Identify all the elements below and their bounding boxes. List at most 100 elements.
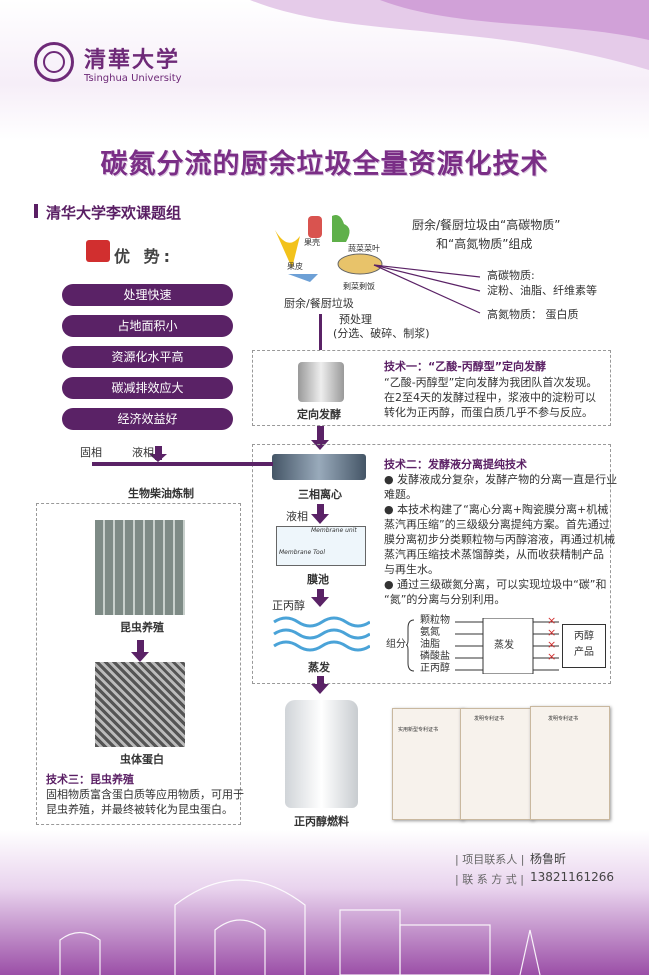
tech2-title: 技术二：发酵液分离提纯技术 [384, 458, 527, 471]
arrow-shaft [317, 589, 324, 597]
logo-english: Tsinghua University [84, 73, 182, 84]
cross-icon: × [547, 650, 557, 663]
waste-label-shell: 果壳 [304, 238, 320, 247]
advantages-label: 优 势: [114, 247, 174, 266]
evaporation-caption: 蒸发 [308, 661, 330, 674]
membrane-tool-label: Membrane Tool [279, 549, 325, 556]
tech3-line: 昆虫养殖，并最终被转化为昆虫蛋白。 [46, 803, 233, 816]
insect-farm-photo [95, 520, 185, 615]
tech3-box [36, 503, 241, 825]
logo-chinese: 清華大学 [84, 47, 181, 73]
component-item: 颗粒物 [420, 615, 450, 626]
contact-info-label: | 联 系 方 式 | [455, 873, 524, 886]
header-background [0, 0, 649, 140]
tech2-box [252, 444, 611, 684]
patent-title: 实用新型专利证书 [398, 727, 439, 733]
thumbs-up-icon [86, 240, 110, 262]
waste-description-line1: 厨余/餐厨垃圾由“高碳物质” [412, 218, 561, 232]
waste-caption: 厨余/餐厨垃圾 [284, 297, 354, 310]
group-bar-decoration [34, 204, 38, 218]
tech2-line: ● 发酵液成分复杂，发酵产物的分离一直是行业 [384, 473, 618, 486]
arrow-shaft [317, 676, 324, 684]
solid-phase-line [92, 462, 273, 466]
contact-person-label: | 项目联系人 | [455, 853, 525, 866]
tsinghua-seal-icon [34, 42, 74, 82]
tech3-title: 技术三：昆虫养殖 [46, 773, 134, 786]
larvae-photo [95, 662, 185, 747]
contact-info-value: 13821161266 [530, 870, 614, 884]
component-item: 磷酸盐 [420, 651, 450, 662]
tech1-box [252, 350, 611, 426]
advantage-item: 资源化水平高 [62, 346, 233, 368]
membrane-tank-icon [276, 526, 366, 566]
tech3-line: 固相物质富含蛋白质等应用物质，可用于 [46, 788, 244, 801]
propanol-label: 正丙醇 [272, 599, 305, 612]
diagram-group-label: 组分 [386, 639, 406, 650]
pretreat-label: 预处理 [339, 313, 372, 326]
page-title: 碳氮分流的厨余垃圾全量资源化技术 [100, 149, 549, 180]
diagram-lines [455, 618, 559, 674]
research-group: 清华大学李欢课题组 [46, 204, 182, 222]
arrow-shaft [137, 640, 144, 652]
advantage-item: 碳减排效应大 [62, 377, 233, 399]
waste-description-line2: 和“高氮物质”组成 [436, 237, 533, 251]
high-carbon-items: 淀粉、油脂、纤维素等 [487, 284, 597, 297]
tech2-line: ● 通过三级碳氮分离，可以实现垃圾中“碳”和 [384, 578, 607, 591]
footer-background [0, 830, 649, 976]
component-item: 氨氮 [420, 627, 440, 638]
biodiesel-label: 生物柴油炼制 [128, 487, 194, 500]
high-carbon-title: 高碳物质: [487, 269, 535, 282]
tech1-title: 技术一：“乙酸-丙醇型”定向发酵 [384, 360, 547, 373]
tech2-line: 难题。 [384, 488, 417, 501]
tech1-line: 转化为正丙醇，而蛋白质几乎不参与反应。 [384, 406, 593, 419]
high-nitrogen: 高氮物质： 蛋白质 [487, 308, 579, 321]
kitchen-waste-illustration [270, 212, 390, 290]
arrow-down-icon [131, 652, 149, 662]
cross-icon: × [547, 626, 557, 639]
arrow-shaft [155, 446, 162, 460]
propanol-fuel-bottle [285, 700, 358, 808]
advantage-item: 占地面积小 [62, 315, 233, 337]
tech2-line: 膜分离初步分类颗粒物与丙醇溶液，再通过机械 [384, 533, 615, 546]
centrifuge-caption: 三相离心 [298, 488, 342, 501]
patent-title: 发明专利证书 [548, 716, 579, 722]
tech2-line: 蒸汽再压缩”的三级级分离提纯方案。首先通过 [384, 518, 610, 531]
component-item: 油脂 [420, 639, 440, 650]
arrow-down-icon [311, 440, 329, 450]
pretreat-detail: (分选、破碎、制浆) [333, 327, 430, 340]
fermenter-icon [298, 362, 344, 402]
liquid-phase-label: 液相 [286, 510, 308, 523]
solid-phase-label: 固相 [80, 446, 102, 459]
cross-icon: × [547, 614, 557, 627]
tech1-caption: 定向发酵 [297, 408, 341, 421]
pretreat-arrow [319, 314, 322, 350]
waste-label-leftovers: 剩菜剩饭 [343, 282, 375, 291]
tech2-line: 与再生水。 [384, 563, 439, 576]
membrane-unit-label: Membrane unit [311, 527, 357, 534]
arrow-down-icon [311, 597, 329, 607]
fuel-caption: 正丙醇燃料 [294, 815, 349, 828]
arrow-down-icon [311, 514, 329, 524]
diagram-brace [406, 619, 415, 672]
tech1-line: 在2至4天的发酵过程中，浆液中的淀粉可以 [384, 391, 596, 404]
patent-title: 发明专利证书 [474, 716, 505, 722]
product-label: 丙醇 [574, 631, 594, 642]
patent-certificate [392, 708, 464, 820]
advantage-item: 经济效益好 [62, 408, 233, 430]
waste-label-vegetable: 蔬菜菜叶 [348, 244, 380, 253]
waste-label-peel: 果皮 [287, 262, 303, 271]
advantage-item: 处理快速 [62, 284, 233, 306]
arrow-shaft [317, 504, 324, 514]
component-item: 正丙醇 [420, 663, 450, 674]
insect-farming-caption: 昆虫养殖 [120, 621, 164, 634]
evaporation-wave-icon [273, 616, 370, 652]
header-wave-decoration [250, 0, 649, 70]
arrow-down-icon [311, 684, 329, 694]
product-box [562, 624, 606, 668]
waste-branch-lines [373, 264, 481, 314]
tech2-line: 蒸汽再压缩技术蒸馏醇类，从而收获精制产品 [384, 548, 604, 561]
tech2-line: ● 本技术构建了“离心分离+陶瓷膜分离+机械 [384, 503, 609, 516]
tech1-line: “乙酸-丙醇型”定向发酵为我团队首次发现。 [384, 376, 598, 389]
arrow-down-icon [149, 454, 167, 462]
product-label: 产品 [574, 647, 594, 658]
